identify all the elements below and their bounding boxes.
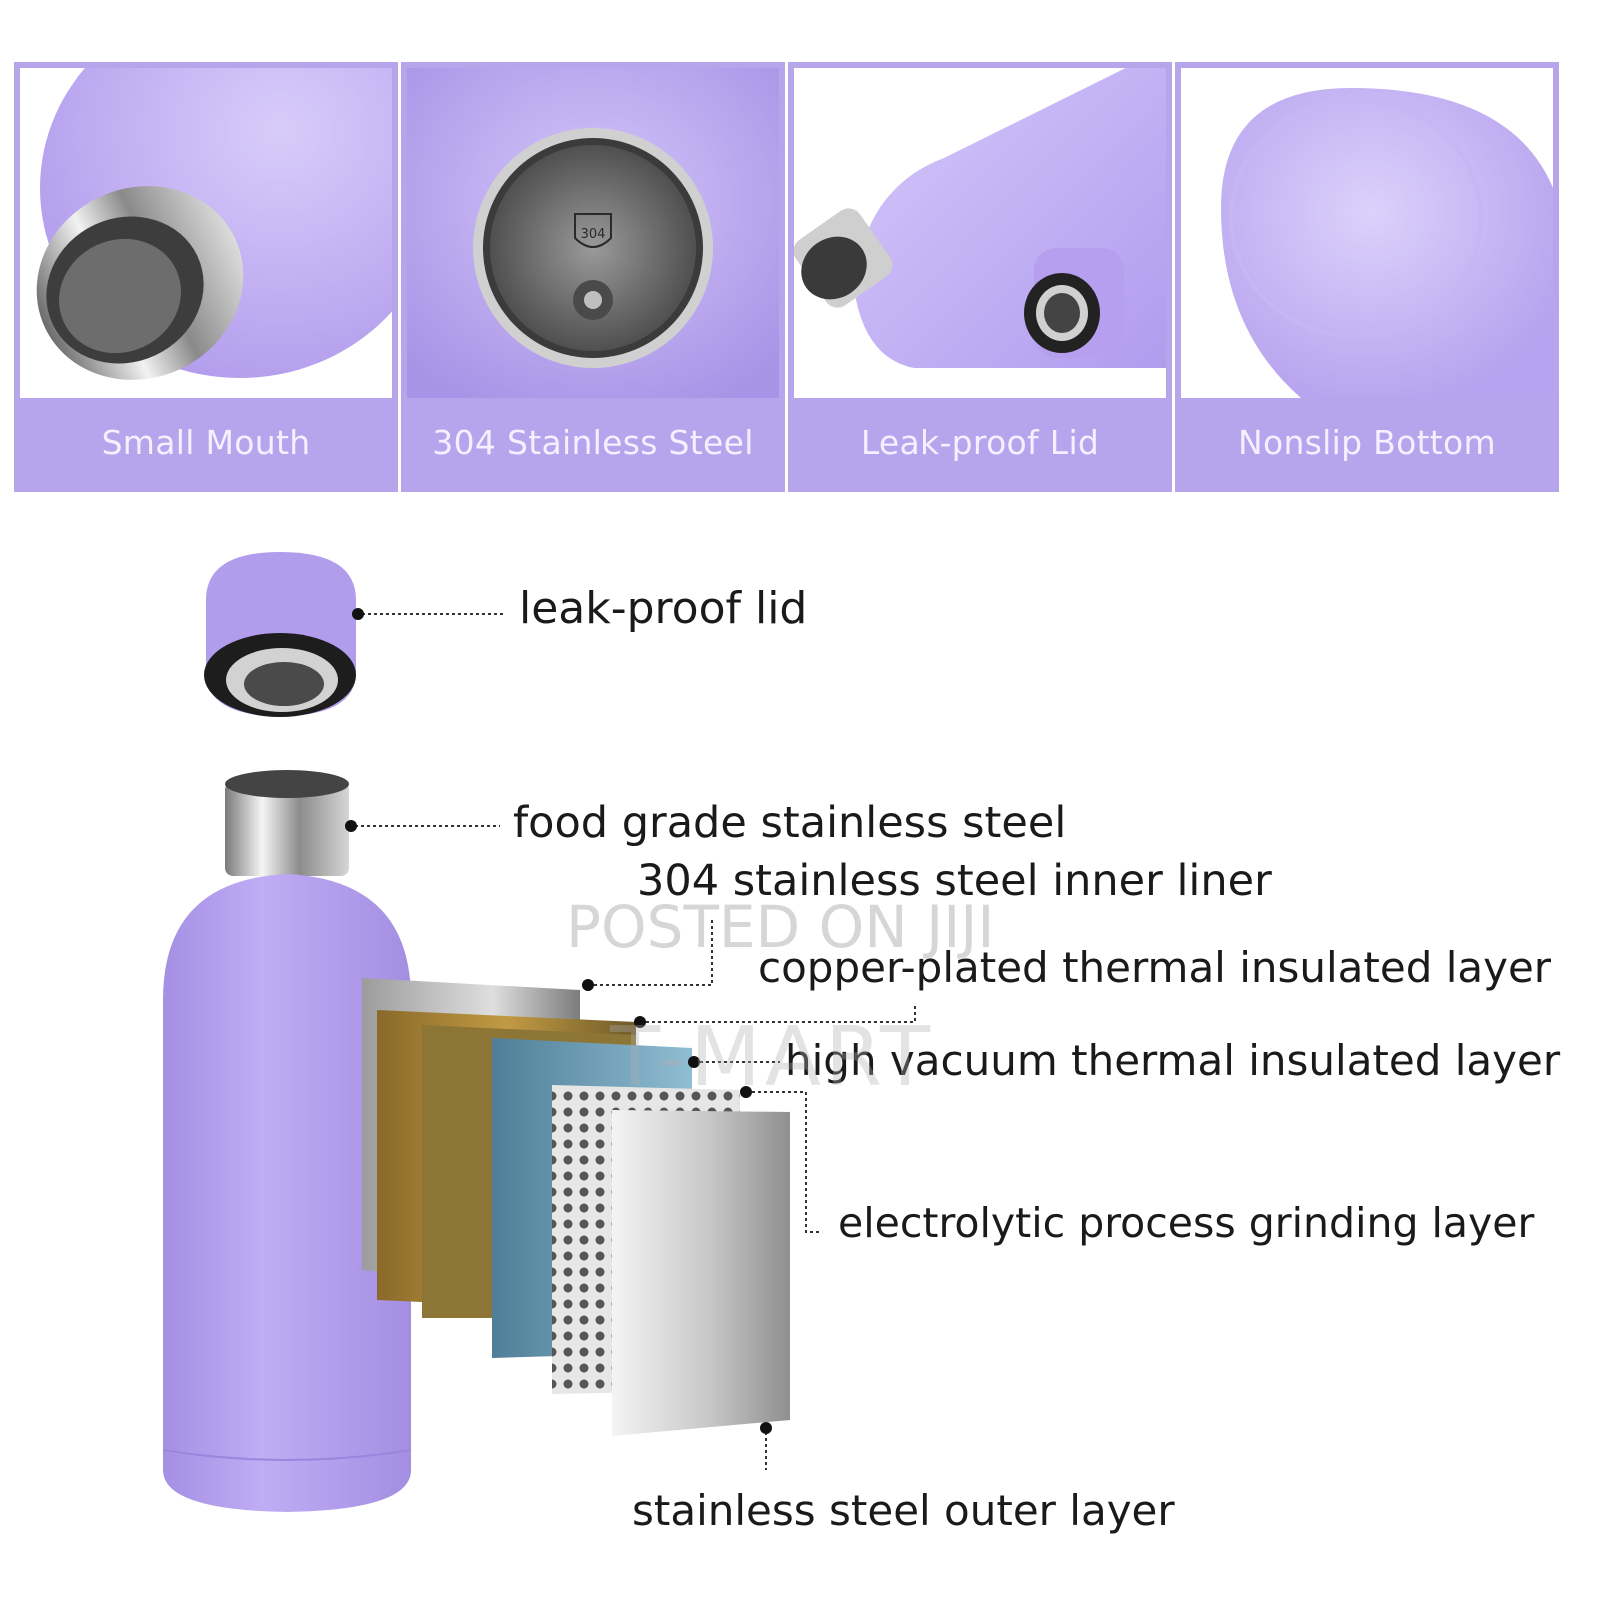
watermark-posted: POSTED ON JIJI [566,893,995,961]
panel-stainless-steel: 304 304 Stainless Steel [401,62,785,492]
outer-steel-layer [612,1110,790,1436]
callout-outer-layer: stainless steel outer layer [632,1486,1175,1535]
callout-leak-proof-lid: leak-proof lid [519,583,808,634]
callout-inner-liner: 304 stainless steel inner liner [637,856,1272,906]
stainless-steel-photo: 304 [407,68,779,398]
leader-lines [349,613,916,1470]
feature-panels: Small Mouth [14,62,1588,492]
callout-copper-layer: copper-plated thermal insulated layer [758,943,1552,992]
callout-vacuum-layer: high vacuum thermal insulated layer [785,1036,1561,1085]
panel-leak-proof-lid: Leak-proof Lid [788,62,1172,492]
panel-small-mouth: Small Mouth [14,62,398,492]
callout-electrolytic-layer: electrolytic process grinding layer [838,1199,1535,1247]
emblem-304-text: 304 [581,227,606,242]
lid-illustration [204,552,356,717]
bottle-illustration [162,770,412,1512]
callout-food-grade: food grade stainless steel [513,798,1067,848]
caption-leak-proof-lid: Leak-proof Lid [860,422,1100,462]
small-mouth-photo [20,68,392,398]
nonslip-bottom-photo [1181,68,1553,398]
leader-dots [345,608,772,1434]
leak-proof-lid-photo [794,68,1166,398]
panel-nonslip-bottom: Nonslip Bottom [1175,62,1559,492]
watermark-brand: T-MART [610,1010,935,1105]
caption-small-mouth: Small Mouth [101,422,311,462]
caption-nonslip-bottom: Nonslip Bottom [1237,422,1496,462]
layer-stack [362,978,790,1436]
caption-stainless-steel: 304 Stainless Steel [432,422,754,462]
